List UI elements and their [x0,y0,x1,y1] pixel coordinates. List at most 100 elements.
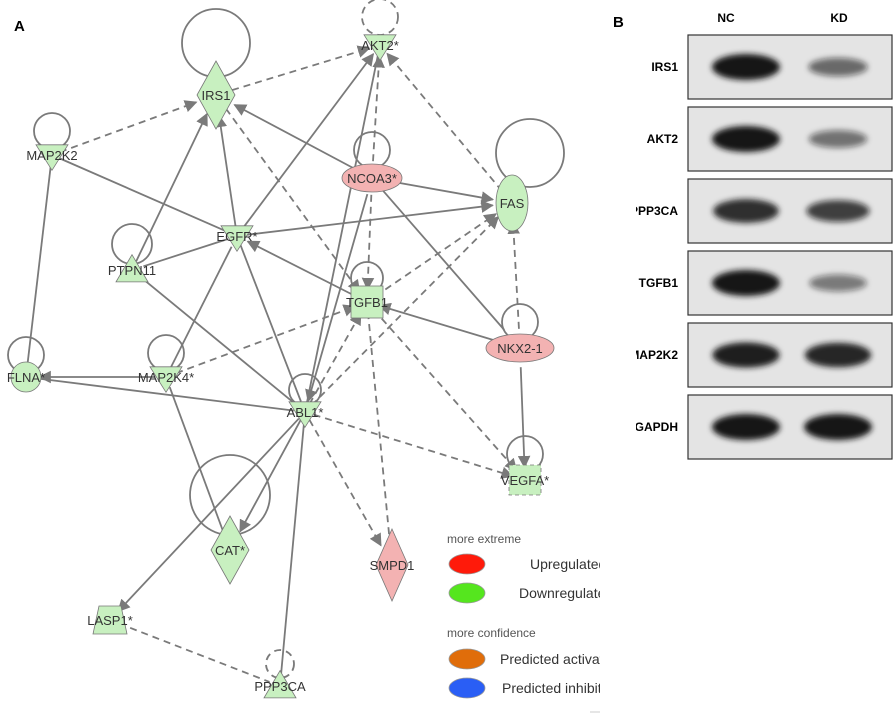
edge-nkx21-vegfa [517,367,531,469]
node-label-map2k4: MAP2K4* [138,370,194,385]
node-shape-cat [210,515,250,585]
self-loop-ppp3ca [265,649,295,679]
node-ppp3ca: PPP3CA [254,669,306,699]
node-label-ncoa3: NCOA3* [347,171,397,186]
node-label-ppp3ca: PPP3CA [254,679,306,694]
edge-fas-akt2 [386,52,503,192]
node-label-map2k2: MAP2K2 [26,148,77,163]
node-fas: FAS [495,174,529,232]
edge-abl1-lasp1 [117,417,300,613]
legend-inhibition-extreme-swatch [448,677,486,699]
protein-label: TGFB1 [639,276,679,290]
protein-label: PPP3CA [636,204,678,218]
protein-label: AKT2 [647,132,679,146]
edge-tgfb1-fas [374,213,497,297]
node-shape-map2k4 [149,366,183,394]
node-abl1: ABL1* [287,401,324,429]
self-loop-map2k2 [33,112,71,150]
self-loop-fas [495,118,565,188]
edge-egfr-akt2 [242,52,375,229]
band-kd [804,414,872,440]
edge-ncoa3-abl1 [305,193,369,403]
node-vegfa: VEGFA* [501,464,549,496]
edge-irs1-akt2 [231,45,371,91]
band-nc [712,270,780,296]
band-nc [712,414,780,440]
edge-abl1-vegfa [313,413,515,479]
edge-irs1-tgfb1 [225,108,361,293]
band-kd [806,200,870,222]
node-shape-fas [495,174,529,232]
edge-nkx21-tgfb1 [378,302,502,344]
legend: more extreme less Upregulated Downregula… [447,532,600,713]
node-shape-smpd1 [375,528,409,602]
edge-nkx21-fas [507,221,520,329]
node-shape-nkx21 [485,333,555,363]
node-ncoa3: NCOA3* [341,163,403,193]
node-shape-ppp3ca [263,669,297,699]
node-shape-akt2 [363,34,397,62]
node-label-abl1: ABL1* [287,405,324,420]
edge-map2k2-irs1 [59,100,198,153]
panel-b-label: B [613,14,624,31]
node-shape-ncoa3 [341,163,403,193]
blot-row-gapdh: GAPDH [636,394,893,460]
node-label-smpd1: SMPD1 [370,558,415,573]
node-egfr: EGFR* [216,225,258,253]
edge-ptpn11-irs1 [135,112,208,262]
edge-ncoa3-tgfb1 [361,194,375,291]
protein-label: GAPDH [636,420,678,434]
node-label-cat: CAT* [215,543,245,558]
node-flna: FLNA* [7,361,45,393]
edge-ncoa3-fas [388,180,495,204]
node-label-tgfb1: TGFB1 [346,295,388,310]
node-shape-tgfb1 [350,285,384,319]
legend-predicted-activation: Predicted activation [500,651,600,667]
edge-tgfb1-egfr [246,240,359,299]
band-nc [712,342,780,368]
node-shape-ptpn11 [115,253,149,283]
node-label-lasp1: LASP1* [87,613,133,628]
node-label-egfr: EGFR* [216,229,257,244]
node-label-flna: FLNA* [7,370,45,385]
node-shape-egfr [220,225,254,253]
edge-ncoa3-akt2 [372,54,385,162]
node-label-irs1: IRS1 [202,88,231,103]
band-nc [713,199,779,223]
legend-head-confidence: more confidence [447,626,536,640]
edge-map2k2-egfr [59,157,227,233]
node-map2k2: MAP2K2 [26,144,78,172]
edge-flna-abl1 [36,377,294,412]
band-kd [808,57,868,77]
edge-map2k4-egfr [170,246,233,368]
blot-row-akt2: AKT2 [647,106,893,172]
legend-activation-extreme-swatch [448,648,486,670]
protein-label: MAP2K2 [636,348,678,362]
edge-abl1-ppp3ca [280,420,306,675]
node-label-fas: FAS [500,196,525,211]
edge-tgfb1-vegfa [373,309,518,472]
legend-up-extreme-swatch [448,553,486,575]
edge-abl1-tgfb1 [308,312,362,405]
self-loop-akt2 [361,0,399,36]
node-cat: CAT* [210,515,250,585]
legend-down-extreme-swatch [448,582,486,604]
node-shape-flna [10,361,42,393]
node-map2k4: MAP2K4* [138,366,194,394]
node-smpd1: SMPD1 [370,528,415,602]
edge-abl1-akt2 [305,55,379,404]
node-shape-lasp1 [92,605,128,635]
blot-row-irs1: IRS1 [651,34,893,100]
legend-downregulated: Downregulated [519,585,600,601]
blot-row-map2k2: MAP2K2 [636,322,893,388]
protein-label: IRS1 [651,60,678,74]
node-lasp1: LASP1* [87,605,133,635]
band-kd [804,342,872,368]
node-shape-map2k2 [35,144,69,172]
edge-ncoa3-irs1 [233,104,358,171]
self-loop-abl1 [288,373,322,407]
edge-lasp1-ppp3ca [118,622,270,683]
network-diagram: IRS1AKT2*MAP2K2NCOA3*FASEGFR*PTPN11TGFB1… [7,0,600,713]
